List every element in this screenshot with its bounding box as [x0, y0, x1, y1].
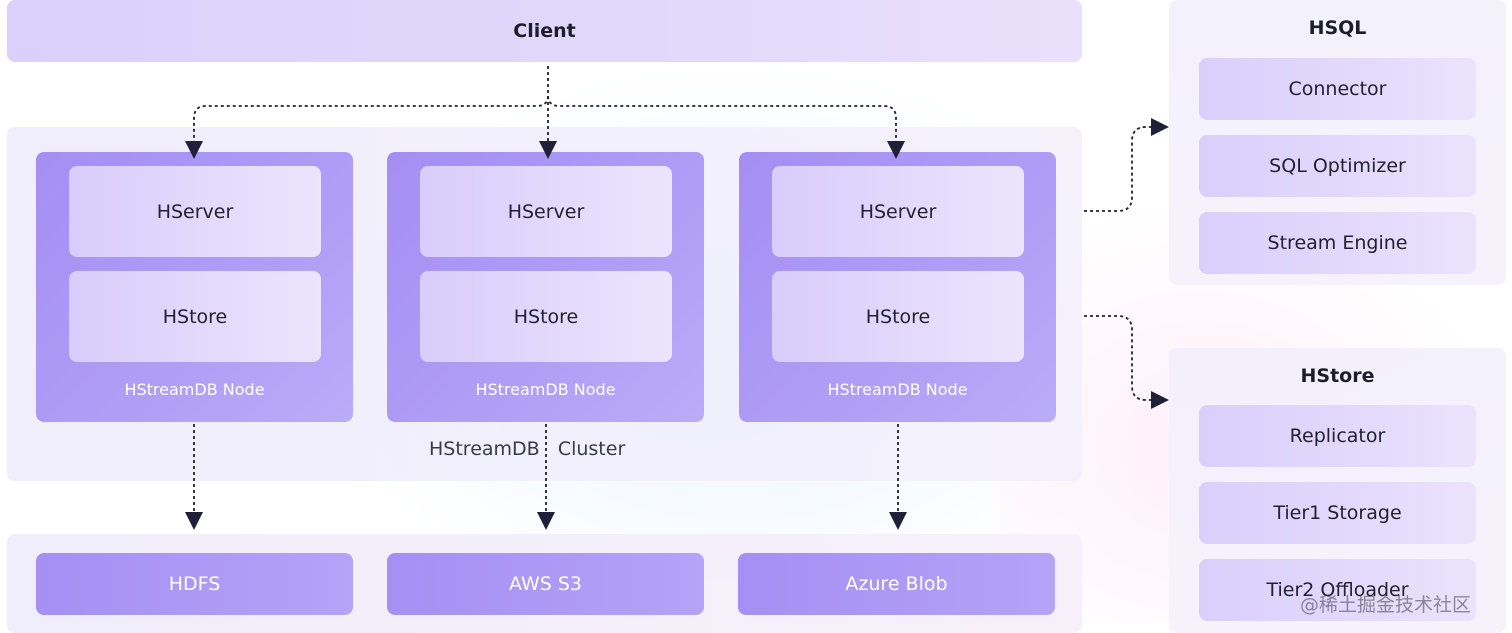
hstore-box: HStore — [420, 271, 672, 362]
hstore-label: HStore — [865, 305, 931, 328]
hstore-label: HStore — [513, 305, 579, 328]
hserver-box: HServer — [772, 166, 1024, 257]
watermark: @稀土掘金技术社区 — [1300, 594, 1472, 616]
tier2-offloader-label: Tier2 Offloader — [1266, 579, 1409, 601]
storage-azure-blob: Azure Blob — [738, 553, 1055, 615]
hsql-title: HSQL — [1308, 17, 1367, 39]
hstreamdb-node-3: HServer HStore HStreamDB Node — [739, 152, 1056, 422]
hserver-label: HServer — [859, 200, 937, 223]
tier1-storage-label: Tier1 Storage — [1273, 502, 1402, 524]
hserver-box: HServer — [69, 166, 321, 257]
tier2-offloader-box: Tier2 Offloader — [1199, 559, 1476, 621]
node-label: HStreamDB Node — [475, 380, 616, 399]
cluster-label: HStreamDB Cluster — [429, 438, 626, 460]
hstore-title: HStore — [1300, 365, 1375, 387]
connector-box: Connector — [1199, 58, 1476, 120]
storage-aws-s3: AWS S3 — [387, 553, 704, 615]
hstreamdb-node-2: HServer HStore HStreamDB Node — [387, 152, 704, 422]
hstore-box: HStore — [772, 271, 1024, 362]
connector-label: Connector — [1288, 78, 1387, 100]
hstore-box: HStore — [69, 271, 321, 362]
storage-hdfs: HDFS — [36, 553, 353, 615]
client-arrow-node-3 — [547, 95, 905, 159]
sql-optimizer-box: SQL Optimizer — [1199, 135, 1476, 197]
replicator-box: Replicator — [1199, 405, 1476, 467]
hserver-label: HServer — [156, 200, 234, 223]
hserver-label: HServer — [507, 200, 585, 223]
hserver-box: HServer — [420, 166, 672, 257]
client-bar: Client — [7, 0, 1082, 62]
hstore-label: HStore — [162, 305, 228, 328]
stream-engine-label: Stream Engine — [1267, 232, 1408, 254]
hstreamdb-node-1: HServer HStore HStreamDB Node — [36, 152, 353, 422]
replicator-label: Replicator — [1289, 425, 1386, 447]
node-label: HStreamDB Node — [827, 380, 968, 399]
sql-optimizer-label: SQL Optimizer — [1269, 155, 1406, 177]
storage-label: HDFS — [168, 573, 221, 595]
node-label: HStreamDB Node — [124, 380, 265, 399]
cluster-to-hsql-arrow — [1084, 118, 1169, 212]
stream-engine-box: Stream Engine — [1199, 212, 1476, 274]
storage-label: Azure Blob — [845, 573, 948, 595]
hsql-panel: HSQL Connector SQL Optimizer Stream Engi… — [1169, 0, 1506, 285]
storage-label: AWS S3 — [509, 573, 582, 595]
cluster-to-hstore-arrow — [1084, 315, 1169, 409]
client-label: Client — [513, 20, 576, 42]
hstore-panel: HStore Replicator Tier1 Storage Tier2 Of… — [1169, 348, 1506, 633]
tier1-storage-box: Tier1 Storage — [1199, 482, 1476, 544]
client-arrow-node-1 — [185, 95, 549, 159]
